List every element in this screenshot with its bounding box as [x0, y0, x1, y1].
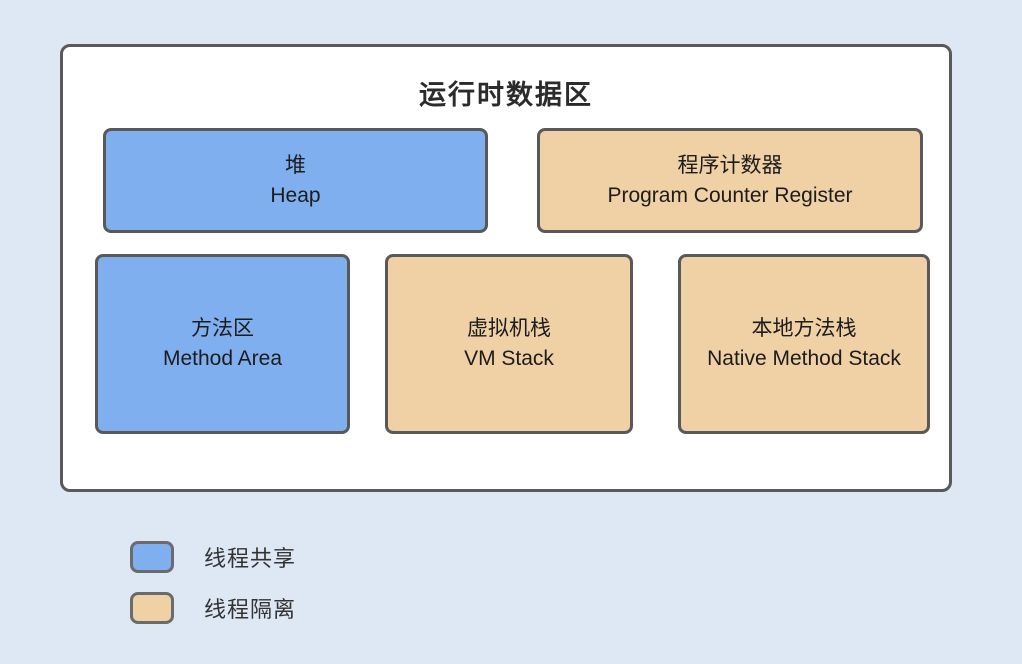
legend: 线程共享 线程隔离: [130, 541, 296, 624]
legend-row-isolated: 线程隔离: [130, 592, 296, 624]
vm-stack-box: 虚拟机栈 VM Stack: [385, 254, 633, 434]
runtime-data-area-container: 运行时数据区 堆 Heap 程序计数器 Program Counter Regi…: [60, 44, 952, 492]
native-method-stack-box: 本地方法栈 Native Method Stack: [678, 254, 930, 434]
pc-register-label-en: Program Counter Register: [607, 183, 853, 207]
shared-color-swatch: [130, 541, 174, 573]
method-area-label-en: Method Area: [162, 347, 283, 370]
method-area-box: 方法区 Method Area: [95, 254, 350, 434]
diagram-title: 运行时数据区: [419, 80, 593, 110]
method-area-label-zh: 方法区: [191, 317, 254, 340]
vm-stack-label-zh: 虚拟机栈: [467, 317, 551, 340]
program-counter-register-box: 程序计数器 Program Counter Register: [537, 128, 923, 233]
heap-label-en: Heap: [270, 183, 321, 207]
native-method-stack-label-en: Native Method Stack: [707, 347, 901, 370]
pc-register-label-zh: 程序计数器: [677, 153, 783, 177]
heap-label-zh: 堆: [285, 153, 306, 177]
isolated-color-swatch: [130, 592, 174, 624]
isolated-legend-label: 线程隔离: [204, 597, 297, 622]
native-method-stack-label-zh: 本地方法栈: [751, 317, 857, 340]
vm-stack-label-en: VM Stack: [464, 347, 554, 370]
shared-legend-label: 线程共享: [204, 546, 297, 571]
heap-box: 堆 Heap: [103, 128, 488, 233]
legend-row-shared: 线程共享: [130, 541, 296, 573]
